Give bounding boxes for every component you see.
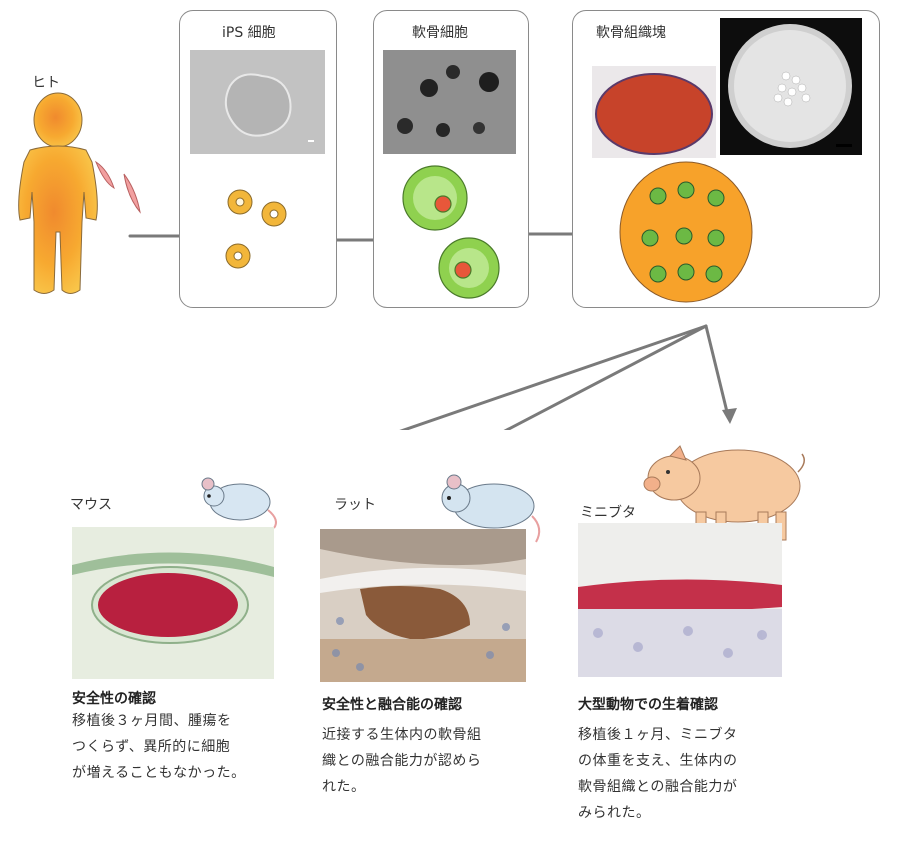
rat-label: ラット: [334, 497, 376, 513]
ips-cells-illustration: [225, 189, 287, 269]
minipig-heading: 大型動物での生着確認: [578, 697, 718, 713]
mouse-text-line: が増えることもなかった。: [72, 765, 246, 781]
minipig-histology-photo: [578, 523, 782, 677]
rat-text-line: 近接する生体内の軟骨組: [322, 727, 482, 743]
minipig-text-line: 移植後１ヶ月、ミニブタ: [578, 727, 738, 743]
mouse-heading: 安全性の確認: [72, 691, 156, 707]
rat-illustration: [441, 474, 541, 543]
human-label: ヒト: [32, 75, 60, 91]
rat-text-line: 織との融合能力が認めら: [322, 753, 482, 769]
chondrocyte-micrograph: [383, 50, 516, 154]
minipig-text-line: みられた。: [578, 805, 651, 821]
rat-description: 近接する生体内の軟骨組 織との融合能力が認めら れた。: [322, 722, 542, 800]
cartilage-panel-title: 軟骨組織塊: [596, 25, 666, 41]
minipig-description: 移植後１ヶ月、ミニブタ の体重を支え、生体内の 軟骨組織との融合能力が みられた…: [578, 722, 798, 826]
mouse-label: マウス: [70, 497, 112, 513]
rat-histology-photo: [320, 529, 526, 682]
cartilage-tissue-illustration: [619, 161, 753, 303]
petri-dish-photo: [720, 18, 862, 155]
mouse-illustration: [201, 477, 277, 529]
chondrocytes-illustration: [402, 165, 500, 299]
chondrocyte-panel-title: 軟骨細胞: [412, 25, 468, 41]
minipig-label: ミニブタ: [580, 505, 636, 521]
mouse-text-line: つくらず、異所的に細胞: [72, 739, 231, 755]
minipig-text-line: の体重を支え、生体内の: [578, 753, 738, 769]
mouse-text-line: 移植後３ヶ月間、腫瘍を: [72, 713, 232, 729]
ips-panel-title: iPS 細胞: [222, 25, 276, 41]
ips-cell-micrograph: [190, 50, 325, 154]
rat-heading: 安全性と融合能の確認: [322, 697, 462, 713]
cartilage-stain-photo: [592, 66, 716, 158]
mouse-histology-photo: [72, 527, 274, 679]
human-figure-illustration: [18, 92, 141, 294]
minipig-text-line: 軟骨組織との融合能力が: [578, 779, 738, 795]
mouse-description: 移植後３ヶ月間、腫瘍を つくらず、異所的に細胞 が増えることもなかった。: [72, 708, 292, 786]
rat-text-line: れた。: [322, 779, 366, 795]
